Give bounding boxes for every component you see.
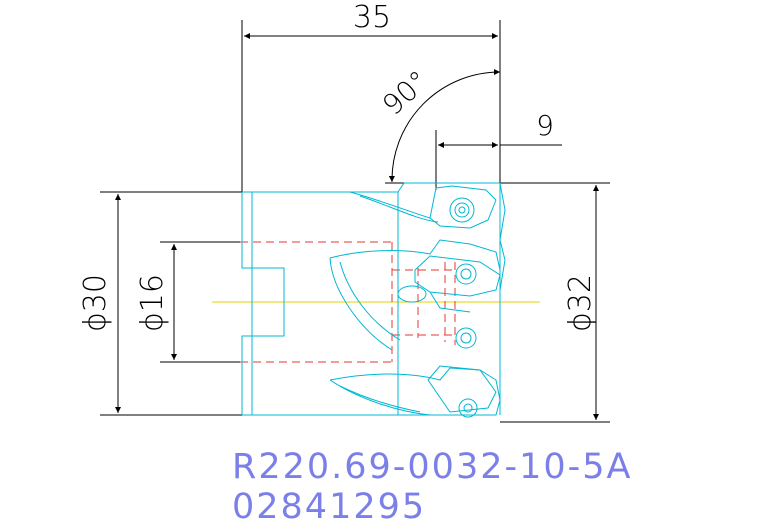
hidden-lines <box>240 241 456 363</box>
dimension-90-degrees: 90° <box>376 64 435 122</box>
dimension-35: 35 <box>353 0 391 35</box>
dimension-phi16: ϕ16 <box>135 274 170 332</box>
dimension-phi32: ϕ32 <box>563 274 598 332</box>
dimension-9: 9 <box>536 109 554 142</box>
part-designation: R220.69-0032-10-5A <box>232 447 633 487</box>
dimension-lines <box>100 20 610 423</box>
dimension-phi30: ϕ30 <box>78 274 113 332</box>
part-order-number: 02841295 <box>232 487 426 523</box>
milling-cutter-body <box>241 182 506 418</box>
